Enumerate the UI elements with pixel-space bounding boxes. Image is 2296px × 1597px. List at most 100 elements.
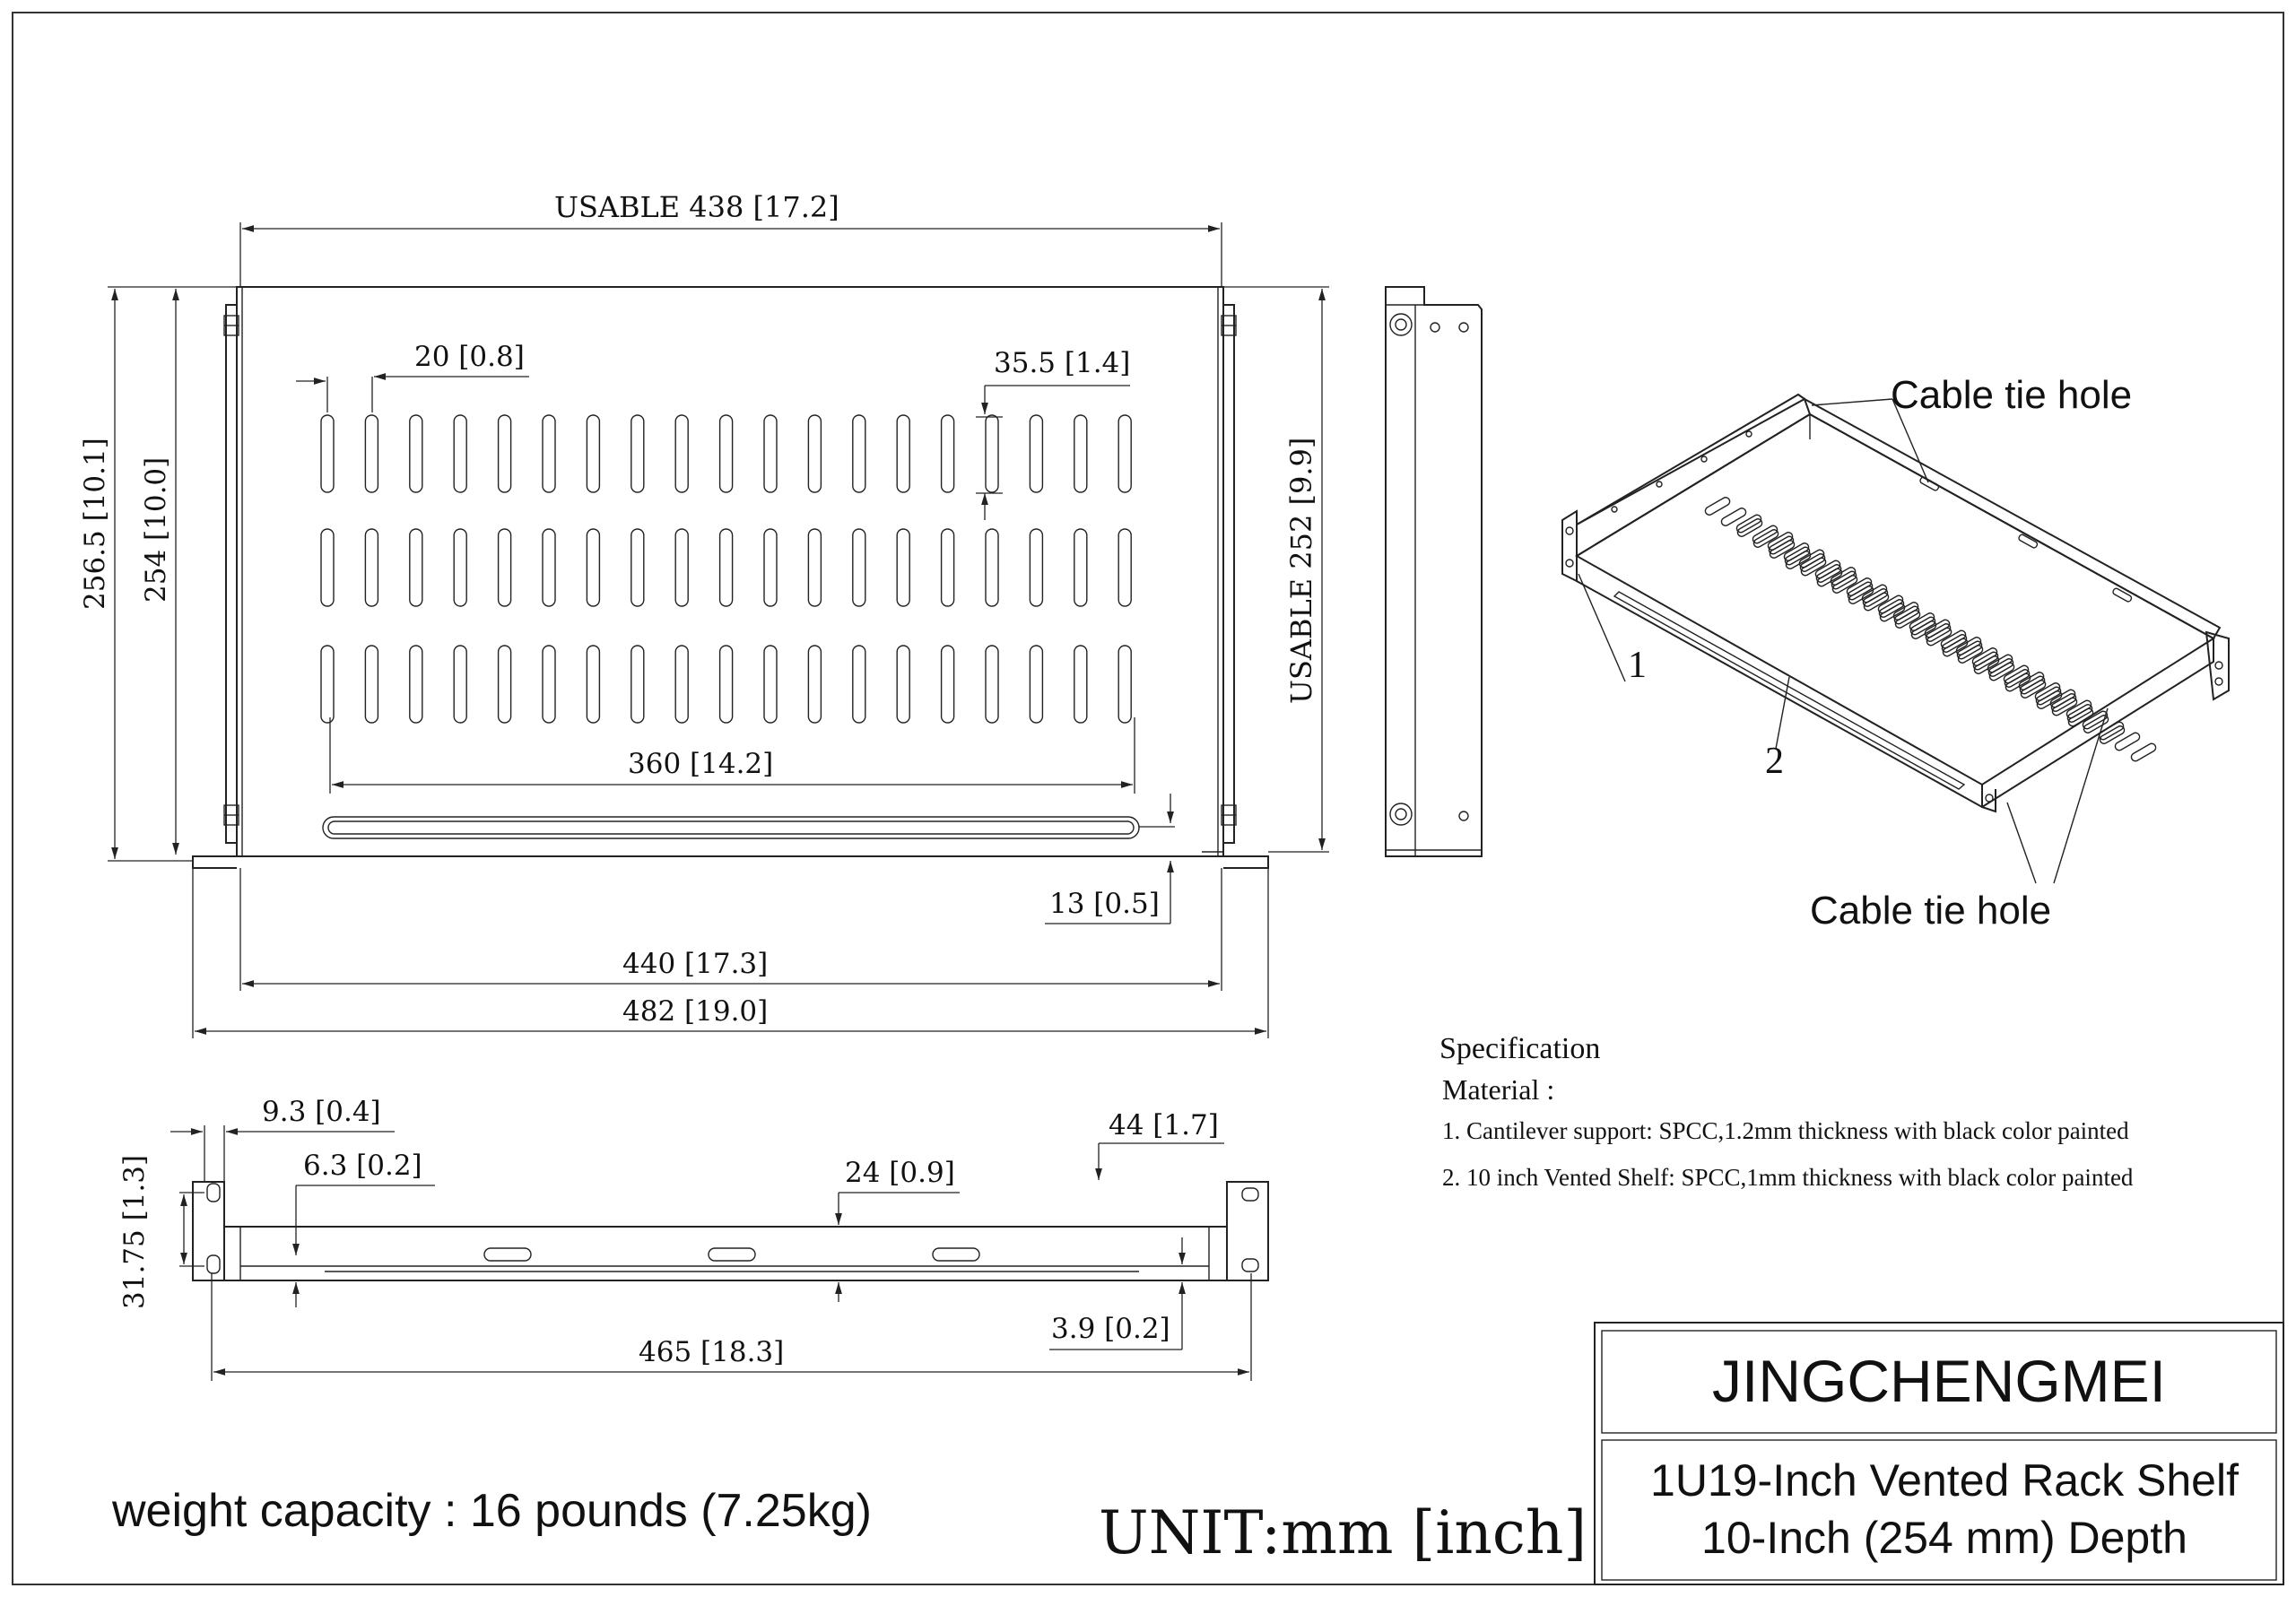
- iso-vent-slot: [2083, 715, 2109, 733]
- spec-material-label: Material :: [1442, 1073, 1554, 1106]
- spec-item-2: 2. 10 inch Vented Shelf: SPCC,1mm thickn…: [1442, 1164, 2134, 1191]
- iso-vent-slot: [2114, 732, 2141, 751]
- vent-slot: [586, 414, 601, 493]
- iso-vent-slot: [1784, 546, 1811, 566]
- vent-slot: [985, 645, 999, 724]
- product-title-line1: 1U19-Inch Vented Rack Shelf: [1650, 1455, 2239, 1506]
- vent-slot: [674, 414, 689, 493]
- iso-vent-slot: [1925, 623, 1952, 642]
- iso-vent-slot: [1878, 599, 1905, 618]
- iso-vent-slot: [2020, 680, 2047, 699]
- iso-vent-slot: [1942, 638, 1969, 657]
- right-ear: [1223, 304, 1235, 844]
- product-title-line2: 10-Inch (254 mm) Depth: [1701, 1513, 2187, 1563]
- iso-vent-slot: [1848, 586, 1874, 604]
- iso-vent-slot: [1768, 535, 1795, 555]
- usable-width-label: USABLE 438 [17.2]: [554, 190, 839, 224]
- isometric-view: [1561, 393, 2230, 884]
- vent-slot: [453, 414, 467, 493]
- vent-slot: [586, 645, 601, 724]
- iso-vent-slot: [1894, 610, 1921, 629]
- vent-slot: [674, 645, 689, 724]
- vent-slot: [453, 645, 467, 724]
- top-view-dimensions: [108, 222, 1329, 1038]
- edge-offset-label: 13 [0.5]: [1049, 888, 1160, 920]
- iso-vent-slot: [1831, 570, 1857, 590]
- iso-vent-slot: [2051, 697, 2078, 716]
- vent-slot: [852, 414, 866, 493]
- iso-vent-slot: [1956, 640, 1983, 660]
- vent-slot: [542, 645, 556, 724]
- vent-slot: [409, 645, 423, 724]
- front-long-slot: [322, 816, 1140, 839]
- iso-vent-slot: [2130, 742, 2157, 762]
- vent-slot: [453, 528, 467, 607]
- slot-length-label: 35.5 [1.4]: [994, 347, 1130, 379]
- vent-slot: [718, 528, 734, 607]
- iso-vent-slot: [1879, 603, 1906, 622]
- iso-vent-slot: [2035, 686, 2062, 706]
- slot-span-label: 360 [14.2]: [628, 748, 773, 780]
- vent-slot: [1029, 414, 1044, 493]
- iso-vent-slot: [1752, 525, 1779, 544]
- part-2-label: 2: [1765, 741, 1784, 782]
- iso-vent-slot: [2067, 707, 2094, 727]
- overall-depth-label: 256.5 [10.1]: [79, 438, 111, 610]
- iso-vent-slot: [1957, 645, 1984, 664]
- usable-depth-label: USABLE 252 [9.9]: [1284, 438, 1318, 704]
- vent-slot: [807, 528, 822, 607]
- front-view: [192, 1181, 1269, 1281]
- vent-slot: [852, 528, 866, 607]
- vent-slot: [542, 528, 556, 607]
- dimension-labels: USABLE 438 [17.2] 20 [0.8] 35.5 [1.4] 36…: [79, 190, 1318, 1368]
- vent-slots: [320, 414, 1132, 724]
- vent-slot: [631, 528, 645, 607]
- iso-vent-slot: [1704, 497, 1731, 516]
- cable-tie-top-label: Cable tie hole: [1891, 373, 2132, 417]
- vent-slot: [1074, 645, 1088, 724]
- weight-capacity: weight capacity : 16 pounds (7.25kg): [111, 1485, 872, 1537]
- vent-slot: [320, 645, 335, 724]
- vent-slot: [586, 528, 601, 607]
- vent-slot: [763, 528, 778, 607]
- iso-vent-slots: [1704, 497, 2157, 762]
- height-label: 44 [1.7]: [1109, 1109, 1219, 1141]
- bolt-icon: [223, 315, 1237, 826]
- spec-item-1: 1. Cantilever support: SPCC,1.2mm thickn…: [1442, 1117, 2129, 1144]
- vent-slot: [807, 414, 822, 493]
- vent-slot: [896, 414, 910, 493]
- iso-vent-slot: [1800, 557, 1827, 577]
- vent-slot: [807, 645, 822, 724]
- vent-slot: [364, 645, 379, 724]
- vent-slot: [631, 645, 645, 724]
- drawing-border: [12, 12, 2284, 1585]
- vent-slot: [320, 528, 335, 607]
- top-view: [192, 286, 1269, 869]
- vent-slot: [1029, 645, 1044, 724]
- iso-vent-slot: [1910, 621, 1937, 639]
- shelf-body-outline: [236, 286, 1224, 857]
- part-1-label: 1: [1628, 645, 1647, 686]
- vent-slot: [674, 528, 689, 607]
- iso-vent-slot: [1893, 605, 1920, 625]
- iso-vent-slot: [2019, 675, 2046, 695]
- iso-vent-slot: [1736, 518, 1763, 537]
- left-ear: [225, 304, 237, 844]
- unit-label: UNIT:mm [inch]: [1099, 1498, 1587, 1567]
- vent-slot: [497, 528, 512, 607]
- iso-vent-slot: [2099, 725, 2126, 744]
- iso-vent-slot: [2098, 721, 2125, 741]
- vent-slot: [852, 645, 866, 724]
- iso-vent-slot: [1926, 627, 1952, 647]
- vent-slot: [364, 414, 379, 493]
- slot-width-label: 20 [0.8]: [414, 341, 525, 373]
- iso-vent-slot: [1735, 514, 1762, 534]
- vent-slot: [763, 645, 778, 724]
- hole-offset-label: 6.3 [0.2]: [303, 1150, 422, 1182]
- vent-slot: [718, 645, 734, 724]
- iso-vent-slot: [1831, 575, 1858, 594]
- iso-vent-slot: [2066, 704, 2093, 723]
- lip-height-label: 3.9 [0.2]: [1051, 1313, 1170, 1345]
- side-view: [1385, 286, 1483, 857]
